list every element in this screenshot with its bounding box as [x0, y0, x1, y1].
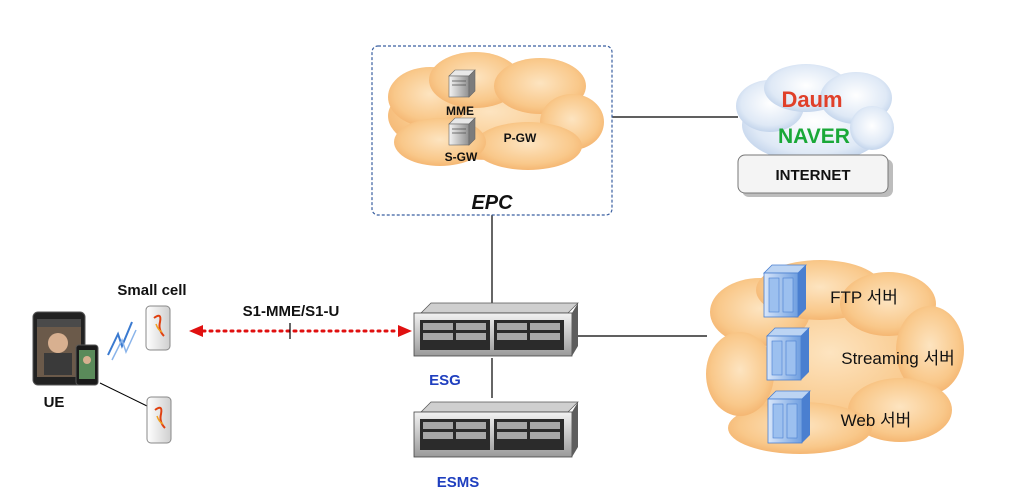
- ue-tablet-icon: [32, 311, 86, 386]
- epc-group: MME S-GW P-GW EPC: [371, 45, 613, 216]
- epc-label: EPC: [471, 192, 513, 214]
- wireless-signal-icon-2: [111, 329, 137, 361]
- esg-server: [413, 302, 579, 357]
- esms-server: [413, 401, 579, 458]
- small-cell-icon-1: [145, 305, 171, 351]
- pgw-label: P-GW: [504, 131, 537, 145]
- ftp-server-icon: [763, 264, 807, 318]
- esg-label: ESG: [429, 372, 461, 389]
- ue-label: UE: [44, 394, 65, 411]
- wireless-signal-icon: [107, 321, 133, 356]
- web-server-icon: [767, 390, 811, 444]
- internet-box: [737, 154, 889, 194]
- internet-group: Daum NAVER INTERNET: [736, 64, 894, 197]
- ftp-server-label: FTP 서버: [830, 288, 898, 307]
- web-server-label: Web 서버: [841, 411, 912, 430]
- daum-logo: Daum: [781, 87, 842, 112]
- ue-to-cell-link: [99, 382, 148, 407]
- streaming-server-icon: [766, 327, 810, 381]
- internet-cloud: [736, 64, 894, 163]
- s1-interface-arrow: [189, 323, 412, 339]
- naver-logo: NAVER: [778, 125, 850, 148]
- sgw-label: S-GW: [445, 150, 478, 164]
- sgw-server-icon: [448, 117, 476, 146]
- mme-label: MME: [446, 104, 474, 118]
- internet-label: INTERNET: [776, 167, 851, 184]
- streaming-server-label: Streaming 서버: [841, 349, 954, 368]
- small-cell-label: Small cell: [117, 282, 186, 299]
- mme-server-icon: [448, 69, 476, 98]
- ue-phone-icon: [75, 344, 99, 386]
- small-cell-icon-2: [146, 396, 172, 444]
- esms-label: ESMS: [437, 474, 480, 491]
- epc-cloud: [388, 52, 604, 170]
- epc-boundary: [371, 45, 613, 216]
- s1-interface-label: S1-MME/S1-U: [243, 303, 340, 320]
